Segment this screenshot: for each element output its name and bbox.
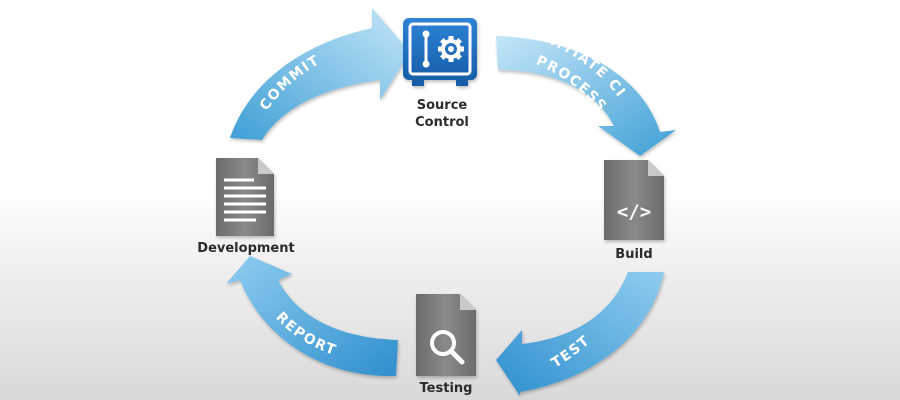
magnifier-document-icon xyxy=(416,294,476,376)
commit-arrow xyxy=(230,8,410,140)
testing-label: Testing xyxy=(419,381,473,396)
initiate-ci-arrow xyxy=(496,36,676,156)
report-arrow xyxy=(226,256,398,377)
text-document-icon xyxy=(216,158,274,236)
code-document-icon: </> xyxy=(604,160,664,240)
safe-gear-icon xyxy=(403,18,477,86)
development-label: Development xyxy=(197,241,295,256)
source-control-label: Source Control xyxy=(415,98,469,130)
code-glyph: </> xyxy=(617,201,651,223)
test-arrow xyxy=(496,272,664,396)
build-label: Build xyxy=(615,247,653,262)
